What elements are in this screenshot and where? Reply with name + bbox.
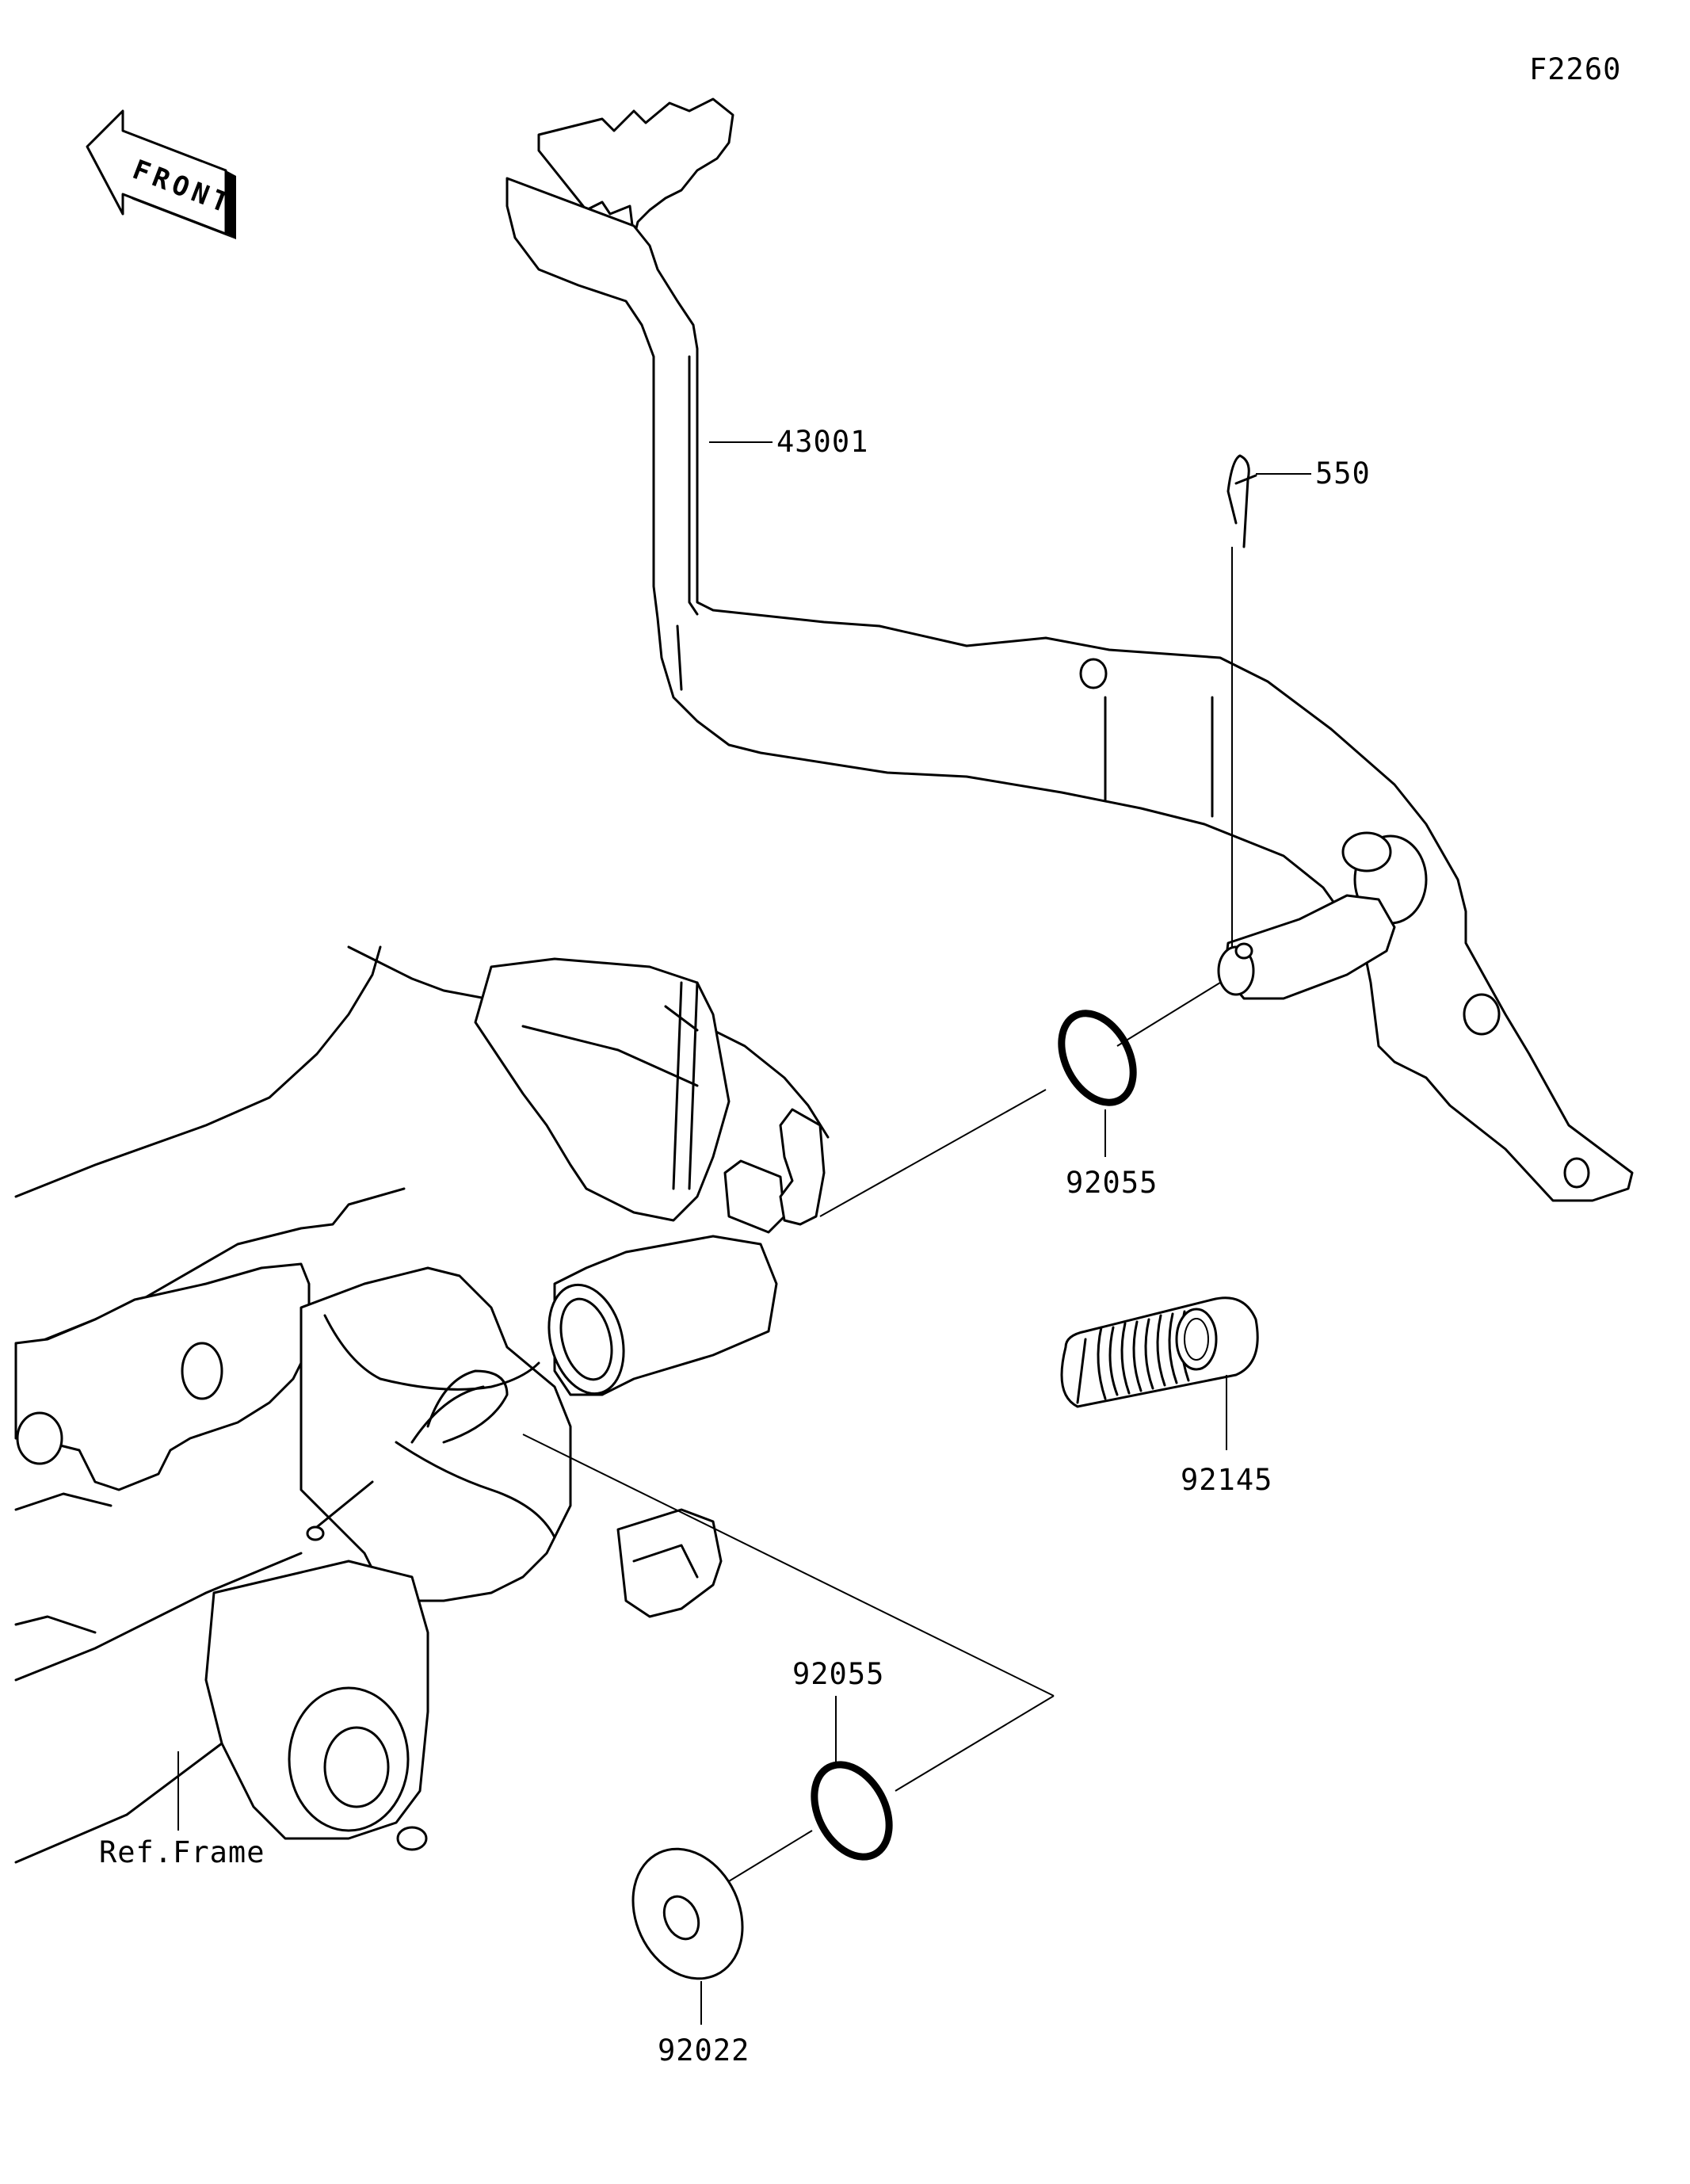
- label-o-ring-upper: 92055: [1066, 1166, 1158, 1200]
- front-arrow-icon: FRONT: [86, 109, 238, 239]
- cotter-pin-icon: [1226, 454, 1257, 548]
- label-o-ring-lower: 92055: [792, 1657, 884, 1691]
- label-cotter-pin: 550: [1315, 456, 1371, 491]
- label-frame-ref: Ref.Frame: [99, 1835, 265, 1869]
- spring-icon: [1060, 1296, 1259, 1408]
- label-washer: 92022: [658, 2033, 750, 2068]
- figure-code: F2260: [1529, 52, 1621, 86]
- washer-icon: [631, 1847, 744, 1980]
- brake-pedal: [505, 97, 1634, 1202]
- label-spring: 92145: [1181, 1463, 1272, 1497]
- o-ring-upper-icon: [1058, 1010, 1137, 1106]
- frame: [14, 945, 830, 1864]
- label-brake-pedal: 43001: [776, 425, 868, 459]
- o-ring-lower-icon: [811, 1761, 893, 1861]
